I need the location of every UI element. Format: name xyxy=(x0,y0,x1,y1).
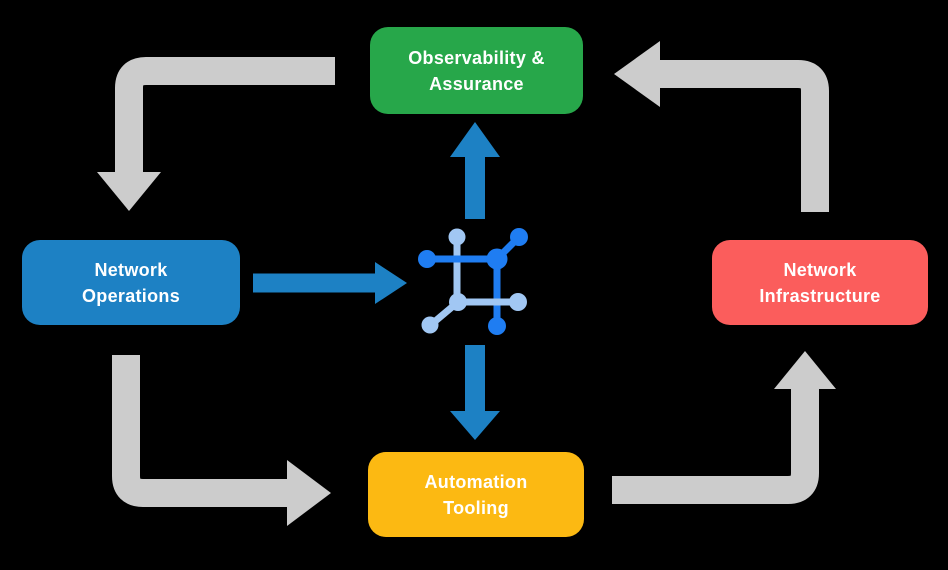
arrow-infrastructure-to-observability xyxy=(614,41,829,212)
node-label-line: Observability & xyxy=(408,47,545,68)
arrow-shaft xyxy=(115,57,335,174)
node-label-line: Network xyxy=(94,259,168,280)
arrowhead-right-icon xyxy=(375,262,407,304)
arrow-operations-to-center xyxy=(253,262,407,304)
arrowhead-right-icon xyxy=(287,460,331,526)
node-label-line: Automation xyxy=(424,471,528,492)
arrow-shaft xyxy=(612,388,819,504)
network-topology-icon xyxy=(418,228,528,335)
node-label-line: Infrastructure xyxy=(759,285,881,306)
arrow-shaft xyxy=(112,355,289,507)
arrow-center-to-automation xyxy=(450,345,500,440)
arrowhead-down-icon xyxy=(97,172,161,211)
node-label-line: Operations xyxy=(81,285,181,306)
node-label-line: Tooling xyxy=(443,497,509,518)
node-label-line: Assurance xyxy=(429,73,524,94)
node-network-infrastructure: Network Infrastructure xyxy=(712,240,928,325)
node-observability-assurance: Observability & Assurance xyxy=(370,27,583,114)
arrow-shaft xyxy=(658,60,829,212)
node-automation-tooling: Automation Tooling xyxy=(368,452,584,537)
arrow-observability-to-operations xyxy=(97,57,335,211)
arrowhead-up-icon xyxy=(450,122,500,157)
arrowhead-left-icon xyxy=(614,41,660,107)
arrow-operations-to-automation xyxy=(112,355,331,526)
arrow-center-to-observability xyxy=(450,122,500,219)
node-label-line: Network xyxy=(783,259,857,280)
arrowhead-up-icon xyxy=(774,351,836,389)
arrow-automation-to-infrastructure xyxy=(612,351,836,504)
arrowhead-down-icon xyxy=(450,411,500,440)
node-network-operations: Network Operations xyxy=(22,240,240,325)
